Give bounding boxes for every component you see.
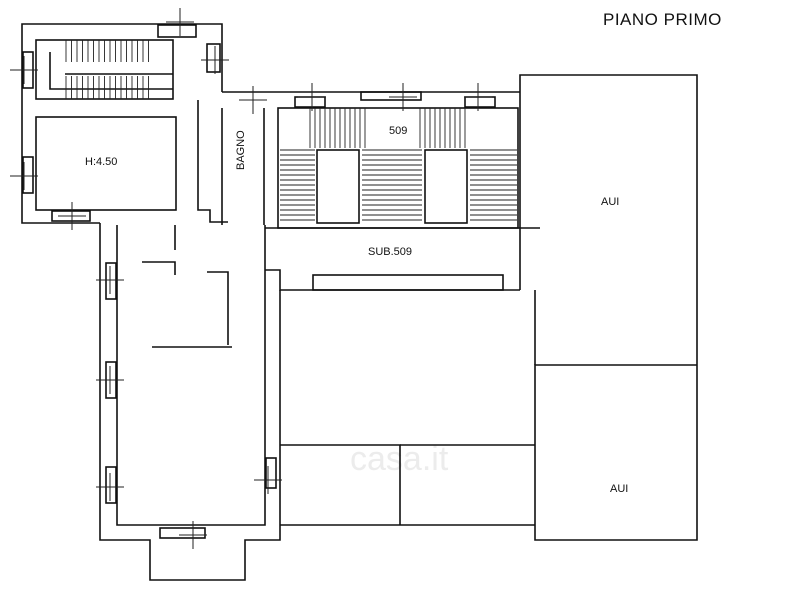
central-stairs	[280, 108, 517, 221]
central-stair-block	[255, 91, 540, 291]
bagno-label: BAGNO	[235, 130, 247, 170]
aui-areas	[280, 74, 698, 541]
left-lower-block	[99, 223, 281, 581]
window-markers	[10, 8, 492, 549]
upper-left-stairs	[65, 40, 149, 99]
aui-upper-label: AUI	[601, 196, 619, 208]
stair-number-label: 509	[389, 125, 407, 137]
sub-label: SUB.509	[368, 246, 412, 258]
bagno-corridor	[221, 91, 265, 225]
left-upper-block	[21, 23, 228, 224]
plan-title: PIANO PRIMO	[603, 10, 722, 29]
aui-lower-label: AUI	[610, 483, 628, 495]
height-label: H:4.50	[85, 156, 117, 168]
